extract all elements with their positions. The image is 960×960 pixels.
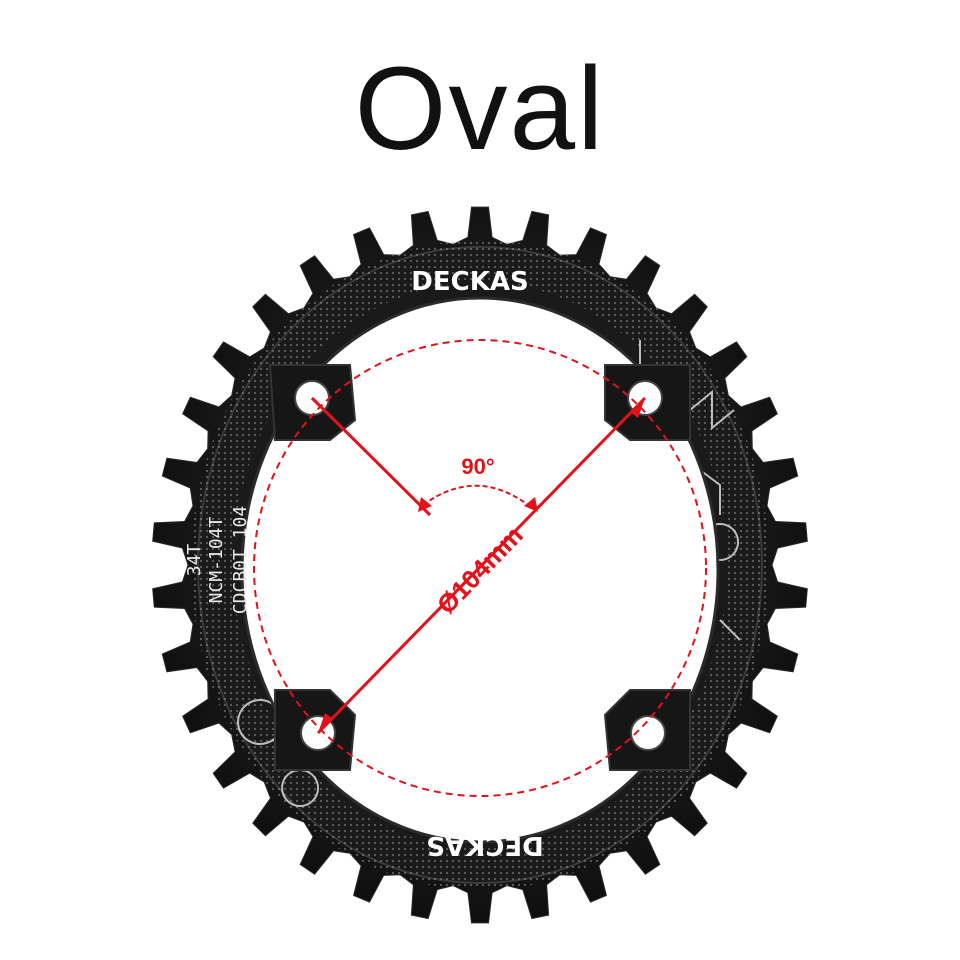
camo-pattern [191, 240, 769, 890]
angle-label: 90° [461, 454, 494, 479]
bolt-radius-line [310, 396, 432, 517]
bcd-diameter-line [316, 396, 647, 735]
brand-logo-top: DECKAS [411, 267, 528, 297]
chainring-center-opening [240, 296, 720, 844]
dimension-lines [310, 396, 647, 735]
model-marking-1: CDCB0T 104 [230, 506, 251, 614]
brand-logo-bottom: DECKAS [426, 830, 543, 860]
angle-arc [422, 484, 533, 509]
bolt-hole-bottom-right [630, 715, 666, 751]
model-marking-2: NCM-104T [206, 516, 227, 603]
model-marking-3: 34T [184, 544, 205, 577]
bcd-dashed-circle [253, 339, 707, 797]
page-title: Oval [354, 43, 606, 175]
